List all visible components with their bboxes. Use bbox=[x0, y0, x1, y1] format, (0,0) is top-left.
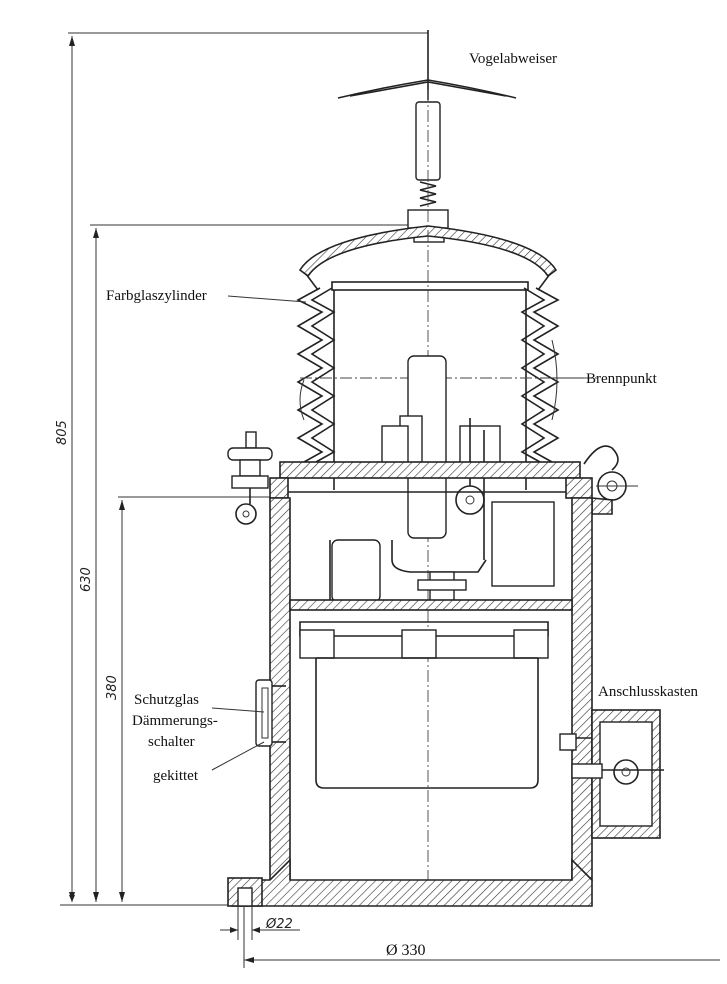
inner-components bbox=[289, 501, 573, 789]
dim-lantern-height: 630 bbox=[79, 567, 94, 592]
bottom-dimensions bbox=[220, 906, 720, 968]
burner-mechanism bbox=[381, 355, 501, 603]
left-valve-knob bbox=[227, 431, 273, 525]
protective-glass-window bbox=[255, 679, 286, 747]
label-vogelabweiser: Vogelabweiser bbox=[469, 51, 557, 67]
dim-body-height: 380 bbox=[105, 675, 120, 700]
glass-cylinder bbox=[296, 281, 560, 490]
dim-foot-hole: Ø22 bbox=[265, 917, 293, 932]
label-anschlusskasten: Anschlusskasten bbox=[598, 684, 698, 700]
label-gekittet: gekittet bbox=[153, 768, 199, 784]
housing-body bbox=[227, 497, 593, 907]
lantern-hood bbox=[298, 225, 558, 291]
dim-total-height: 805 bbox=[55, 420, 70, 445]
junction-box bbox=[559, 709, 664, 839]
label-farbglaszylinder: Farbglaszylinder bbox=[106, 288, 207, 304]
dim-diameter: Ø 330 bbox=[386, 942, 426, 959]
dimension-lines bbox=[60, 32, 428, 906]
label-daemmerungs: Dämmerungs- bbox=[132, 713, 218, 729]
label-schutzglas: Schutzglas bbox=[134, 692, 199, 708]
label-brennpunkt: Brennpunkt bbox=[586, 371, 658, 387]
leader-lines bbox=[211, 295, 584, 771]
label-schalter: schalter bbox=[148, 734, 195, 750]
